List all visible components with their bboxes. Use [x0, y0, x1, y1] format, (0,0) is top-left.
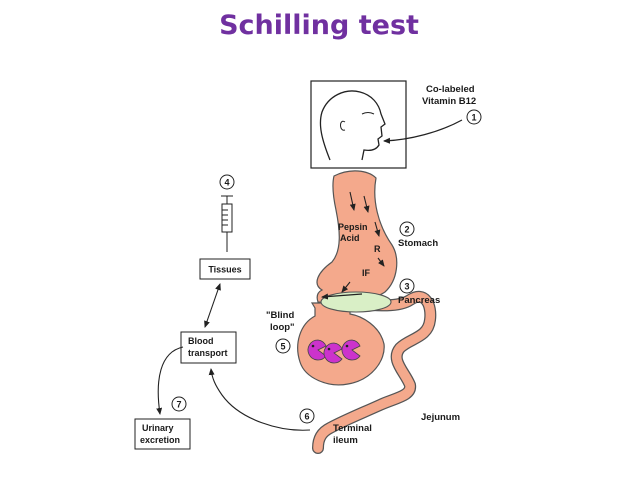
- head-box: [310, 80, 407, 169]
- transport-label: transport: [188, 348, 228, 358]
- step-5-marker: [275, 338, 291, 354]
- step-6-label: 6: [304, 412, 309, 422]
- pepsin-label: Pepsin: [338, 222, 368, 232]
- excretion-label: excretion: [140, 435, 180, 445]
- blind-loop-label-2: loop": [270, 322, 295, 333]
- step-5-label: 5: [280, 342, 285, 352]
- urinary-label: Urinary: [142, 423, 174, 433]
- step-7-label: 7: [176, 400, 181, 410]
- step-6-marker: [299, 408, 315, 424]
- step-1-label: 1: [471, 113, 476, 123]
- blood-label: Blood: [188, 336, 214, 346]
- arrow-tissues-blood: [204, 283, 221, 328]
- arrow-blood-urinary: [156, 346, 184, 415]
- step-2-marker: [399, 221, 415, 237]
- gut: [297, 170, 437, 454]
- face-profile-icon: [319, 90, 386, 161]
- step-4-marker: [219, 174, 235, 190]
- ileum-label: ileum: [333, 435, 358, 446]
- r-label: R: [374, 244, 381, 254]
- step-4-label: 4: [224, 178, 229, 188]
- step-7-marker: [171, 396, 187, 412]
- terminal-label: Terminal: [333, 423, 372, 434]
- jejunum-label: Jejunum: [421, 412, 460, 423]
- pancreas-label: Pancreas: [398, 295, 440, 306]
- if-label: IF: [362, 268, 371, 278]
- urinary-excretion-box: Urinary excretion: [134, 418, 191, 450]
- page-title: Schilling test: [219, 10, 419, 41]
- arrow-ileum-blood: [208, 368, 311, 431]
- step-3-label: 3: [404, 282, 409, 292]
- co-labeled-label: Co-labeled: [426, 84, 475, 95]
- step-1-marker: [466, 109, 482, 125]
- vitamin-b12-label: Vitamin B12: [422, 96, 476, 107]
- syringe-icon: [221, 195, 233, 252]
- step-2-label: 2: [404, 225, 409, 235]
- arrow-b12-to-mouth: [383, 119, 463, 144]
- stomach-label: Stomach: [398, 238, 438, 249]
- acid-label: Acid: [340, 233, 360, 243]
- tissues-box: Tissues: [199, 258, 251, 280]
- blood-transport-box: Blood transport: [180, 331, 237, 364]
- bacteria-icon: [307, 339, 361, 364]
- blind-loop-label-1: "Blind: [266, 310, 294, 321]
- step-3-marker: [399, 278, 415, 294]
- tissues-label: Tissues: [208, 265, 241, 275]
- pancreas-shape: [320, 291, 392, 313]
